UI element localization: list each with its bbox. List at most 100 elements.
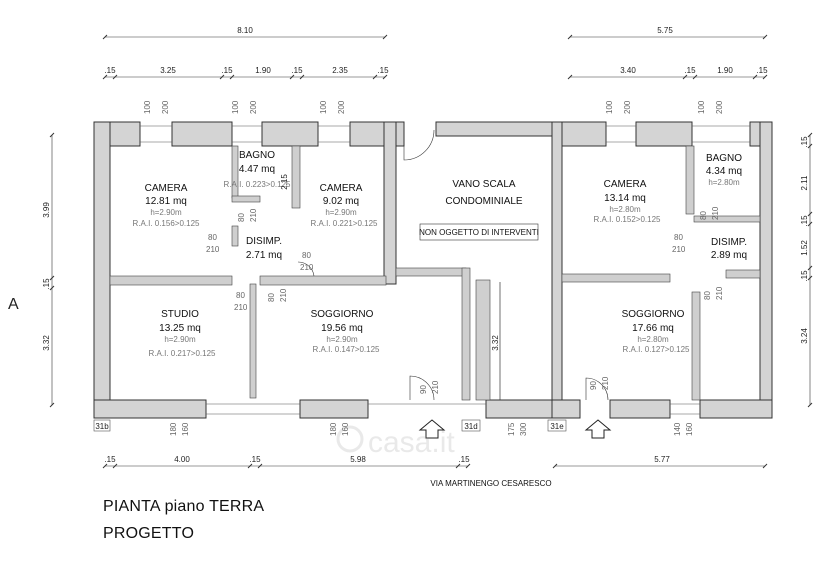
room-area: 4.34 mq <box>706 166 742 177</box>
room-disimp-1: DISIMP. 2.71 mq <box>246 236 282 261</box>
room-rai: R.A.I. 0.127>0.125 <box>623 345 690 354</box>
opening-dim: 140 <box>673 422 682 436</box>
room-area: 12.81 mq <box>145 196 187 207</box>
tag-31b: 31b <box>93 419 111 432</box>
opening-dim: 210 <box>672 245 686 254</box>
room-name: STUDIO <box>161 309 199 320</box>
dim-label: .15 <box>458 455 470 464</box>
opening-dim: 80 <box>208 233 217 242</box>
dim-top-total-left: 8.10 <box>237 26 253 35</box>
dim-label: 1.90 <box>255 66 271 75</box>
opening-dim: 100 <box>697 100 706 114</box>
room-name: CAMERA <box>604 179 647 190</box>
room-height: h=2.80m <box>609 205 641 214</box>
room-camera-3: CAMERA 13.14 mq h=2.80m R.A.I. 0.152>0.1… <box>594 179 661 224</box>
dim-label: .15 <box>291 66 303 75</box>
dim-label: .15 <box>756 66 768 75</box>
bottom-dimension-labels: .15 4.00 .15 5.98 .15 5.77 <box>104 455 670 464</box>
dim-label: 5.77 <box>654 455 670 464</box>
room-area: 19.56 mq <box>321 323 363 334</box>
dim-left-2: .15 <box>42 278 51 290</box>
dim-label: .15 <box>684 66 696 75</box>
street-name: VIA MARTINENGO CESARESCO <box>430 479 551 488</box>
dim-top-total-right: 5.75 <box>657 26 673 35</box>
svg-text:31e: 31e <box>550 422 564 431</box>
tag-31d: 31d <box>461 419 481 432</box>
top-left-dimension-labels: .15 3.25 .15 1.90 .15 2.35 .15 <box>104 66 389 75</box>
opening-dim: 80 <box>703 291 712 300</box>
room-area: 17.66 mq <box>632 323 674 334</box>
left-dimension-line <box>49 132 55 408</box>
opening-dim: 210 <box>249 208 258 222</box>
room-height: h=2.80m <box>708 178 740 187</box>
room-height: h=2.80m <box>637 335 669 344</box>
dim-right-2: 2.11 <box>800 175 809 191</box>
dim-right-5: .15 <box>800 270 809 282</box>
dim-right-3: .15 <box>800 215 809 227</box>
right-dimension-line <box>807 132 813 408</box>
room-name: CAMERA <box>320 183 363 194</box>
room-area: 13.25 mq <box>159 323 201 334</box>
room-name: VANO SCALA <box>452 179 515 190</box>
opening-dim: 180 <box>169 422 178 436</box>
room-area: 4.47 mq <box>239 164 275 175</box>
opening-dim: 210 <box>234 303 248 312</box>
dim-label: 5.98 <box>350 455 366 464</box>
room-height: h=2.90m <box>326 335 358 344</box>
top-right-dimension-labels: 3.40 .15 1.90 .15 <box>620 66 768 75</box>
opening-dim: 80 <box>302 251 311 260</box>
room-rai: R.A.I. 0.221>0.125 <box>311 219 378 228</box>
walls-right-apartment <box>551 121 773 419</box>
dim-label: 1.90 <box>717 66 733 75</box>
room-name: DISIMP. <box>711 237 747 248</box>
room-studio: STUDIO 13.25 mq h=2.90m R.A.I. 0.217>0.1… <box>149 309 216 358</box>
opening-dim: 100 <box>143 100 152 114</box>
room-area: 2.71 mq <box>246 250 282 261</box>
opening-dim: 210 <box>715 286 724 300</box>
dim-label: 3.40 <box>620 66 636 75</box>
opening-dim: 160 <box>341 422 350 436</box>
walls-left-apartment <box>93 121 563 419</box>
dim-left-1: 3.99 <box>42 202 51 218</box>
room-camera-2: CAMERA 9.02 mq h=2.90m R.A.I. 0.221>0.12… <box>311 183 378 228</box>
room-rai: R.A.I. 0.156>0.125 <box>133 219 200 228</box>
room-name: SOGGIORNO <box>311 309 374 320</box>
section-marker: A <box>8 296 19 313</box>
room-name: CAMERA <box>145 183 188 194</box>
dim-label: .15 <box>377 66 389 75</box>
room-height: h=2.90m <box>150 208 182 217</box>
top-dimension-lines <box>102 34 768 80</box>
dim-right-4: 1.52 <box>800 240 809 256</box>
opening-dim: 210 <box>206 245 220 254</box>
opening-dim: 175 <box>507 422 516 436</box>
room-vano-scala: VANO SCALA CONDOMINIALE NON OGGETTO DI I… <box>419 179 539 241</box>
room-camera-1: CAMERA 12.81 mq h=2.90m R.A.I. 0.156>0.1… <box>133 183 200 228</box>
bottom-opening-labels: 180 160 180 160 175 300 140 160 <box>169 422 694 436</box>
dim-label: 2.35 <box>332 66 348 75</box>
room-bagno-2: BAGNO 4.34 mq h=2.80m <box>706 153 742 187</box>
opening-dim: 100 <box>231 100 240 114</box>
opening-dim: 100 <box>319 100 328 114</box>
svg-text:31d: 31d <box>464 422 477 431</box>
dim-label: 3.25 <box>160 66 176 75</box>
opening-dim: 80 <box>674 233 683 242</box>
room-rai: R.A.I. 0.217>0.125 <box>149 349 216 358</box>
dim-stair: 3.32 <box>491 335 500 351</box>
opening-dim: 90 <box>419 385 428 394</box>
opening-dim: 200 <box>249 100 258 114</box>
opening-dim: 90 <box>589 381 598 390</box>
opening-dim: 180 <box>329 422 338 436</box>
room-height: h=2.90m <box>164 335 196 344</box>
opening-dim: 200 <box>623 100 632 114</box>
opening-dim: 80 <box>699 211 708 220</box>
opening-dim: 210 <box>711 206 720 220</box>
plan-subtitle: PROGETTO <box>103 525 195 542</box>
room-bagno-1: BAGNO 4.47 mq R.A.I. 0.223>0.125 2.15 <box>224 150 291 190</box>
door-arcs <box>297 129 609 401</box>
room-name: DISIMP. <box>246 236 282 247</box>
dim-label: 2.15 <box>280 174 289 190</box>
room-area: 9.02 mq <box>323 196 359 207</box>
window-lines <box>140 125 750 415</box>
dim-label: .15 <box>249 455 261 464</box>
